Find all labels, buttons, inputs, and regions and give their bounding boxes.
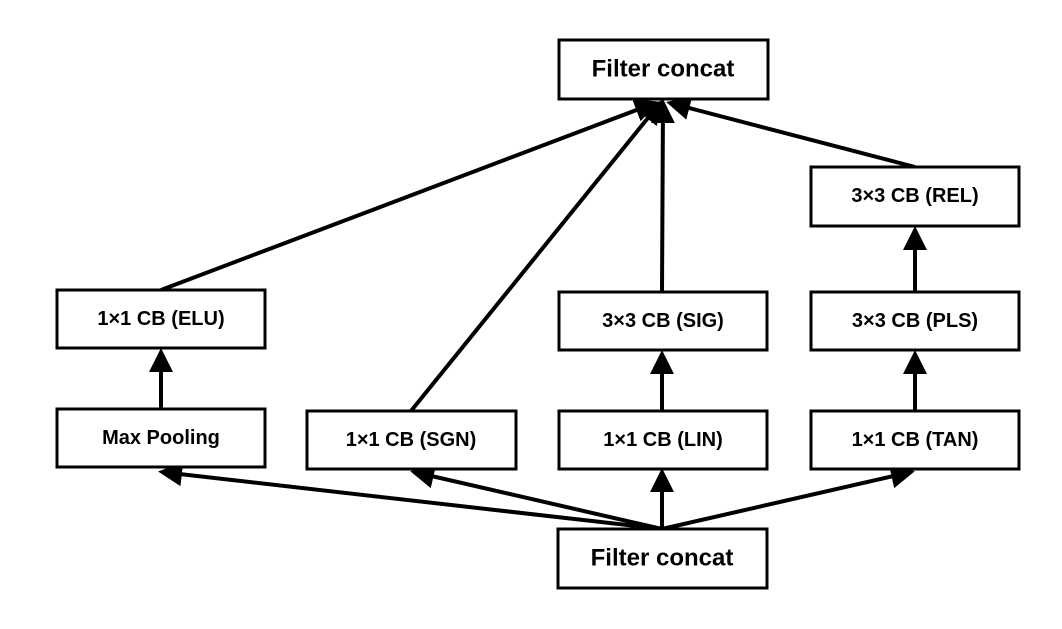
node-cb-tan: 1×1 CB (TAN) bbox=[809, 409, 1021, 471]
node-filter-concat-bottom: Filter concat bbox=[556, 527, 769, 590]
node-label: Max Pooling bbox=[102, 427, 220, 449]
node-label: 3×3 CB (SIG) bbox=[602, 310, 724, 332]
edge-arrow-filter-concat-bottom-to-cb-sgn bbox=[410, 464, 663, 531]
node-label: Filter concat bbox=[592, 56, 735, 83]
node-filter-concat-top: Filter concat bbox=[557, 38, 770, 101]
node-label: 3×3 CB (REL) bbox=[851, 185, 978, 207]
node-label: 3×3 CB (PLS) bbox=[852, 310, 978, 332]
node-label: 1×1 CB (SGN) bbox=[346, 429, 477, 451]
node-cb-lin: 1×1 CB (LIN) bbox=[557, 409, 769, 471]
edge-arrow-filter-concat-bottom-to-cb-tan bbox=[661, 464, 915, 531]
edge-arrow-filter-concat-bottom-to-max-pooling bbox=[158, 462, 663, 531]
node-label: 1×1 CB (ELU) bbox=[97, 308, 224, 330]
edge-arrow-cb-rel-to-filter-concat-top bbox=[666, 96, 916, 169]
node-label: 1×1 CB (TAN) bbox=[852, 429, 979, 451]
node-cb-elu: 1×1 CB (ELU) bbox=[55, 288, 267, 350]
node-cb-pls: 3×3 CB (PLS) bbox=[809, 290, 1021, 352]
edge-arrow-cb-sgn-to-filter-concat-top bbox=[409, 99, 663, 413]
node-cb-sig: 3×3 CB (SIG) bbox=[557, 290, 769, 352]
node-cb-rel: 3×3 CB (REL) bbox=[809, 165, 1021, 228]
node-max-pooling: Max Pooling bbox=[55, 407, 267, 469]
node-label: Filter concat bbox=[591, 545, 734, 572]
edge-arrow-cb-sig-to-filter-concat-top bbox=[650, 99, 675, 293]
node-label: 1×1 CB (LIN) bbox=[603, 429, 722, 451]
edges bbox=[149, 96, 927, 531]
node-cb-sgn: 1×1 CB (SGN) bbox=[305, 409, 518, 471]
edge-arrow-cb-elu-to-filter-concat-top bbox=[160, 98, 659, 292]
